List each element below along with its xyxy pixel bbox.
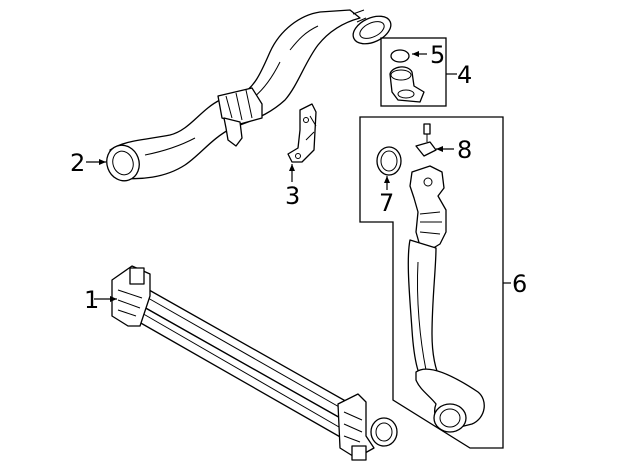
lower-hose-assembly bbox=[359, 116, 504, 449]
callouts: 1 2 3 4 5 6 7 8 bbox=[70, 41, 527, 314]
callout-4: 4 bbox=[457, 61, 472, 89]
callout-1: 1 bbox=[84, 286, 99, 314]
callout-2: 2 bbox=[70, 149, 85, 177]
callout-5: 5 bbox=[430, 41, 445, 69]
callout-8: 8 bbox=[457, 136, 472, 164]
mounting-bracket bbox=[287, 103, 317, 163]
upper-charge-air-hose bbox=[106, 9, 392, 182]
intercooler bbox=[111, 265, 398, 461]
callout-6: 6 bbox=[512, 270, 527, 298]
callout-7: 7 bbox=[379, 189, 394, 217]
outlet-adapter bbox=[380, 37, 447, 107]
callout-3: 3 bbox=[285, 182, 300, 210]
leaders bbox=[86, 51, 511, 302]
